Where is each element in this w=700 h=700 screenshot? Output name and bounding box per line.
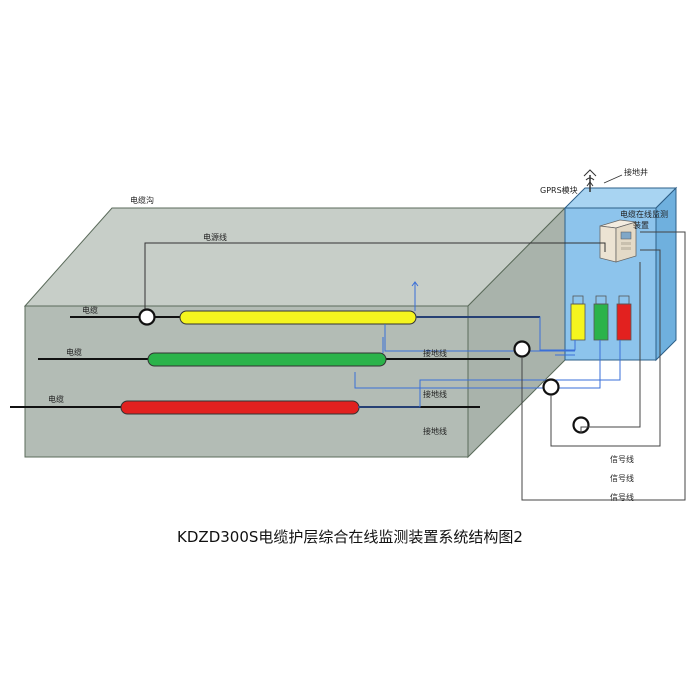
trench-front-face [24,305,469,458]
label-cable-3: 电缆 [48,394,64,404]
label-cable-1: 电缆 [82,305,98,315]
cable-trench [23,206,567,459]
phase-module-green [593,295,609,341]
label-gprs-module: GPRS模块 [540,185,578,195]
cable-joint-yellow [179,310,417,325]
antenna-icon [583,169,597,192]
cable-joint-green [147,352,387,367]
label-monitor-device-2: 装置 [633,220,649,230]
label-trench: 电缆沟 [130,195,154,205]
figure-caption: KDZD300S电缆护层综合在线监测装置系统结构图2 [177,528,523,546]
label-power-line: 电源线 [203,232,227,242]
signal-lines [521,231,686,501]
phase-module-red [616,295,632,341]
label-signal-line-3: 信号线 [610,492,634,502]
label-monitor-device-1: 电缆在线监测 [620,209,668,219]
label-cable-2: 电缆 [66,347,82,357]
cable-joint-red [120,400,360,415]
label-grounding-well: 接地井 [624,167,648,177]
monitor-device-icon [599,219,637,263]
current-sensor-icon [542,378,560,396]
current-sensor-icon [138,308,156,326]
cabinet-side [655,186,677,362]
label-ground-line-3: 接地线 [423,426,447,436]
current-sensor-icon [513,340,531,358]
label-ground-line-2: 接地线 [423,389,447,399]
label-ground-line-1: 接地线 [423,348,447,358]
label-signal-line-2: 信号线 [610,473,634,483]
grounding-well-pointer [603,174,623,184]
phase-module-yellow [570,295,586,341]
power-line [144,242,606,312]
label-signal-line-1: 信号线 [610,454,634,464]
